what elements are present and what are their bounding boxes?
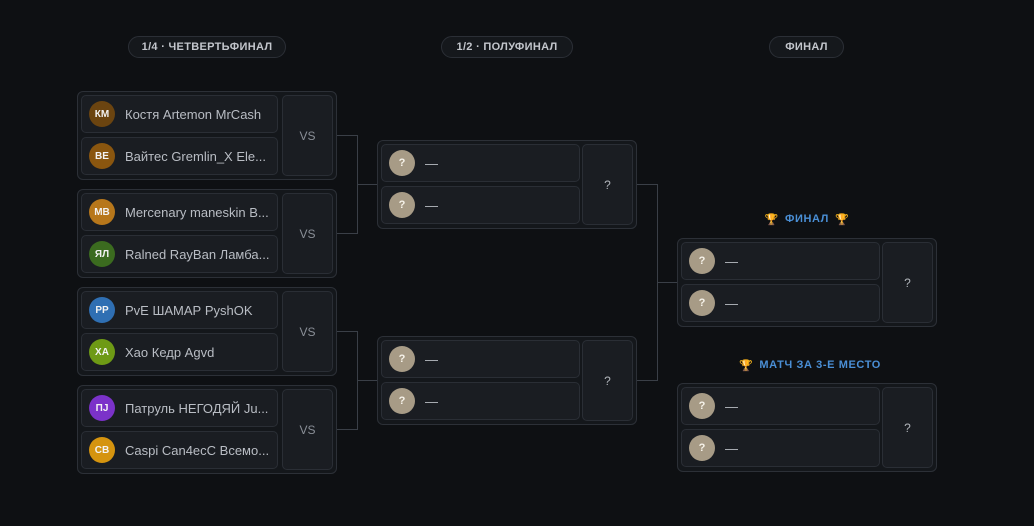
bracket-connector	[337, 135, 357, 136]
vs-badge: VS	[282, 389, 333, 470]
unknown-player-avatar: ?	[389, 192, 415, 218]
player-name: Ralned RayBan Ламба...	[125, 246, 270, 262]
match-result-badge: ?	[582, 340, 633, 421]
player-name: Вайтес Gremlin_X Ele...	[125, 148, 266, 164]
player-name: —	[425, 197, 438, 213]
player-name: Mercenary maneskin B...	[125, 204, 269, 220]
player-slot[interactable]: ? —	[681, 429, 880, 467]
quarterfinal-match-2[interactable]: МВ Mercenary maneskin B... ЯЛ Ralned Ray…	[77, 189, 337, 278]
third-place-title-text: МАТЧ ЗА 3-Е МЕСТО	[759, 359, 881, 371]
player-name: —	[725, 440, 738, 456]
player-avatar: ЯЛ	[89, 241, 115, 267]
player-slot[interactable]: ? —	[381, 340, 580, 378]
match-result-badge: ?	[882, 242, 933, 323]
player-name: —	[725, 398, 738, 414]
vs-badge: VS	[282, 193, 333, 274]
player-avatar: МВ	[89, 199, 115, 225]
player-avatar: СВ	[89, 437, 115, 463]
final-section-title: 🏆 ФИНАЛ 🏆	[677, 209, 937, 229]
player-slot[interactable]: ? —	[381, 382, 580, 420]
bracket-connector	[337, 233, 357, 234]
unknown-player-avatar: ?	[689, 248, 715, 274]
bracket-connector	[337, 429, 357, 430]
quarterfinal-match-4[interactable]: ПЈ Патруль НЕГОДЯЙ Ju... СВ Caspi Can4ес…	[77, 385, 337, 474]
third-place-section-title: 🏆 МАТЧ ЗА 3-Е МЕСТО	[677, 355, 937, 375]
bracket-connector	[657, 282, 677, 283]
bracket-connector	[637, 184, 657, 185]
trophy-icon: 🏆	[835, 213, 850, 226]
player-name: —	[425, 155, 438, 171]
vs-badge: VS	[282, 291, 333, 372]
unknown-player-avatar: ?	[389, 388, 415, 414]
match-result-badge: ?	[882, 387, 933, 468]
player-name: —	[425, 393, 438, 409]
player-name: —	[725, 295, 738, 311]
player-slot[interactable]: КМ Костя Artemon MrCash	[81, 95, 278, 133]
player-slot[interactable]: ВЕ Вайтес Gremlin_X Ele...	[81, 137, 278, 175]
player-slot[interactable]: ПЈ Патруль НЕГОДЯЙ Ju...	[81, 389, 278, 427]
player-name: Костя Artemon MrCash	[125, 106, 262, 122]
unknown-player-avatar: ?	[389, 150, 415, 176]
round-header-semifinal: 1/2 · ПОЛУФИНАЛ	[441, 36, 573, 58]
unknown-player-avatar: ?	[689, 393, 715, 419]
player-avatar: ВЕ	[89, 143, 115, 169]
unknown-player-avatar: ?	[689, 435, 715, 461]
player-avatar: КМ	[89, 101, 115, 127]
player-slot[interactable]: МВ Mercenary maneskin B...	[81, 193, 278, 231]
player-avatar: ХА	[89, 339, 115, 365]
semifinal-match-2[interactable]: ? — ? — ?	[377, 336, 637, 425]
player-name: PvE ШАМАР PyshOK	[125, 302, 253, 318]
quarterfinal-match-1[interactable]: КМ Костя Artemon MrCash ВЕ Вайтес Gremli…	[77, 91, 337, 180]
player-slot[interactable]: ? —	[681, 284, 880, 322]
player-slot[interactable]: ? —	[681, 242, 880, 280]
trophy-icon: 🏆	[739, 359, 754, 372]
bracket-connector	[357, 184, 377, 185]
unknown-player-avatar: ?	[389, 346, 415, 372]
player-name: Caspi Can4есС Всемо...	[125, 442, 270, 458]
player-slot[interactable]: ? —	[381, 144, 580, 182]
final-match[interactable]: ? — ? — ?	[677, 238, 937, 327]
player-slot[interactable]: ХА Хао Кедр Agvd	[81, 333, 278, 371]
player-name: Хао Кедр Agvd	[125, 344, 215, 360]
trophy-icon: 🏆	[764, 213, 779, 226]
round-header-final: ФИНАЛ	[769, 36, 844, 58]
player-slot[interactable]: РР PvE ШАМАР PyshOK	[81, 291, 278, 329]
player-slot[interactable]: ? —	[681, 387, 880, 425]
player-name: —	[425, 351, 438, 367]
match-result-badge: ?	[582, 144, 633, 225]
player-slot[interactable]: ЯЛ Ralned RayBan Ламба...	[81, 235, 278, 273]
player-slot[interactable]: СВ Caspi Can4есС Всемо...	[81, 431, 278, 469]
player-name: —	[725, 253, 738, 269]
final-title-text: ФИНАЛ	[784, 213, 830, 225]
vs-badge: VS	[282, 95, 333, 176]
unknown-player-avatar: ?	[689, 290, 715, 316]
bracket-connector	[357, 380, 377, 381]
bracket-connector	[637, 380, 657, 381]
player-avatar: ПЈ	[89, 395, 115, 421]
semifinal-match-1[interactable]: ? — ? — ?	[377, 140, 637, 229]
quarterfinal-match-3[interactable]: РР PvE ШАМАР PyshOK ХА Хао Кедр Agvd VS	[77, 287, 337, 376]
player-name: Патруль НЕГОДЯЙ Ju...	[125, 400, 269, 416]
player-slot[interactable]: ? —	[381, 186, 580, 224]
bracket-connector	[337, 331, 357, 332]
player-avatar: РР	[89, 297, 115, 323]
round-header-quarterfinal: 1/4 · ЧЕТВЕРТЬФИНАЛ	[128, 36, 286, 58]
third-place-match[interactable]: ? — ? — ?	[677, 383, 937, 472]
